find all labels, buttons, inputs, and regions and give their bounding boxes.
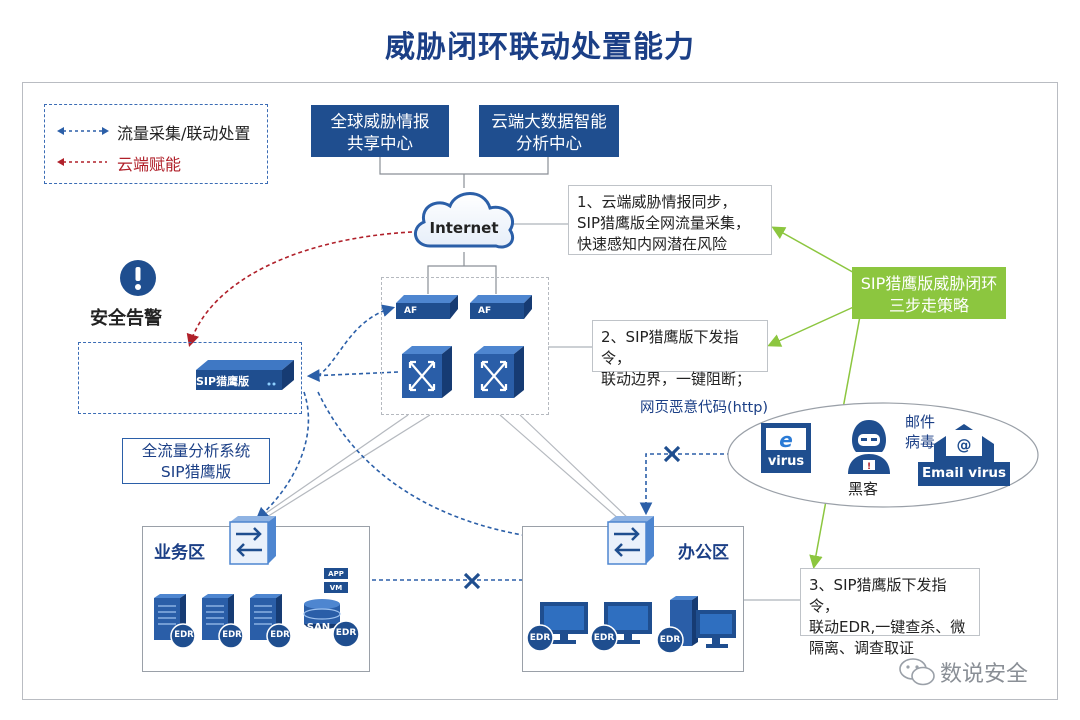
watermark: 数说安全 — [940, 662, 1029, 687]
svg-text:@: @ — [957, 436, 972, 454]
alert-icon — [120, 260, 156, 296]
legend-cloud-arrow-icon — [57, 158, 107, 166]
asan-label: aSAN — [300, 622, 331, 633]
af-firewall-2-icon — [470, 295, 532, 319]
core-network-area — [381, 277, 549, 415]
link-cloud-af — [427, 252, 497, 294]
office-pc-2-icon — [590, 602, 652, 652]
analysis-line1: 全流量分析系统 — [141, 442, 251, 460]
core-switch-2-icon — [474, 346, 524, 398]
business-switch-icon — [229, 516, 276, 565]
af-firewall-1-icon — [396, 295, 458, 319]
cloud-bigdata-line2: 分析中心 — [516, 134, 582, 153]
app-label: APP — [328, 570, 344, 578]
green-arrow-step2 — [767, 304, 859, 347]
flow-arrow-core-sip — [306, 369, 399, 382]
link-top-boxes — [379, 157, 549, 175]
business-server-1-icon — [154, 594, 196, 649]
edr-label-office-3: EDR — [659, 635, 681, 645]
note-step1-line3: 快速感知内网潜在风险 — [577, 235, 728, 253]
note-step3-line1: 3、SIP猎鹰版下发指令， — [809, 576, 947, 615]
sip-device-icon — [196, 360, 294, 390]
office-workstation-icon — [656, 596, 736, 654]
diagram-frame — [22, 82, 1058, 700]
internet-label: Internet — [429, 219, 499, 237]
note-step1-line1: 1、云端威胁情报同步， — [577, 193, 737, 211]
web-virus-label: virus — [767, 454, 805, 469]
http-threat-label: 网页恶意代码(http) — [640, 400, 769, 416]
strategy-box: SIP猎鹰版威胁闭环 三步走策略 — [852, 267, 1006, 319]
office-zone-label: 办公区 — [678, 543, 729, 563]
business-zone-label: 业务区 — [154, 543, 205, 563]
edr-label-business-3: EDR — [270, 630, 290, 640]
office-pc-1-icon — [526, 602, 588, 652]
flow-arrow-sip-af — [317, 304, 396, 377]
edr-label-business-1: EDR — [174, 630, 194, 640]
svg-text:!: ! — [867, 462, 871, 472]
mail-label-line2: 病毒 — [905, 433, 936, 451]
link-core-business-1 — [255, 414, 409, 521]
strategy-line1: SIP猎鹰版威胁闭环 — [860, 274, 998, 293]
global-intel-line1: 全球威胁情报 — [330, 112, 430, 131]
flow-arrow-sip-office — [317, 391, 610, 550]
edr-label-asan: EDR — [335, 628, 357, 638]
svg-text:e: e — [779, 428, 793, 452]
note-step2-line1: 2、SIP猎鹰版下发指令， — [601, 328, 739, 367]
link-core-office-1 — [499, 414, 621, 521]
af-label-1: AF — [404, 306, 418, 316]
note-step3-line3: 隔离、调查取证 — [809, 639, 915, 657]
af-label-2: AF — [478, 306, 492, 316]
note-step2: 2、SIP猎鹰版下发指令， 联动边界，一键阻断； — [592, 320, 768, 388]
hacker-icon: ! — [848, 420, 890, 474]
green-arrow-step1 — [771, 226, 859, 276]
global-intel-center: 全球威胁情报 共享中心 — [311, 105, 449, 157]
cloud-bigdata-center: 云端大数据智能 分析中心 — [479, 105, 619, 157]
strategy-line2: 三步走策略 — [888, 296, 969, 315]
mail-virus-label: 邮件 病毒 — [905, 412, 935, 452]
business-server-3-icon — [250, 594, 292, 649]
edr-label-office-2: EDR — [593, 633, 615, 643]
edr-label-office-1: EDR — [529, 633, 551, 643]
block-mark-threat — [663, 445, 681, 463]
hacker-label: 黑客 — [848, 480, 879, 498]
email-virus-label: Email virus — [921, 465, 1007, 481]
web-virus-icon: e — [761, 423, 811, 473]
email-virus-icon: @ — [918, 424, 1010, 486]
sip-device-label: SIP猎鹰版 — [196, 375, 250, 388]
analysis-system-box: 全流量分析系统 SIP猎鹰版 — [122, 438, 270, 484]
edr-label-business-2: EDR — [222, 630, 242, 640]
note-step3-line2: 联动EDR,一键查杀、微 — [809, 618, 966, 636]
flow-arrow-sip-business — [255, 391, 310, 521]
legend-cloud-label: 云端赋能 — [117, 155, 182, 174]
page-title: 威胁闭环联动处置能力 — [385, 30, 695, 65]
red-cloud-arrow — [186, 231, 413, 348]
note-step2-line2: 联动边界，一键阻断； — [601, 370, 752, 388]
global-intel-line2: 共享中心 — [347, 134, 413, 153]
office-switch-icon — [607, 516, 654, 565]
note-step1-line2: SIP猎鹰版全网流量采集， — [577, 214, 750, 232]
asan-virtualization-icon — [303, 568, 360, 648]
block-mark-lateral — [463, 572, 481, 590]
legend-flow-arrow-icon — [57, 127, 109, 135]
sip-zone — [78, 342, 302, 414]
internet-cloud-icon — [414, 192, 515, 249]
legend-flow-label: 流量采集/联动处置 — [117, 124, 251, 143]
alert-label: 安全告警 — [90, 308, 162, 329]
note-step1: 1、云端威胁情报同步， SIP猎鹰版全网流量采集， 快速感知内网潜在风险 — [568, 185, 772, 255]
wechat-icon — [899, 658, 935, 686]
flow-arrow-threat-office — [639, 453, 752, 516]
legend: 流量采集/联动处置 云端赋能 — [44, 104, 268, 184]
note-step3: 3、SIP猎鹰版下发指令， 联动EDR,一键查杀、微 隔离、调查取证 — [800, 568, 980, 657]
business-server-2-icon — [202, 594, 244, 649]
vm-label: VM — [329, 584, 343, 592]
core-switch-1-icon — [402, 346, 452, 398]
cloud-bigdata-line1: 云端大数据智能 — [491, 112, 607, 131]
link-core-business-2 — [261, 414, 431, 521]
link-core-office-2 — [519, 414, 631, 521]
analysis-line2: SIP猎鹰版 — [160, 463, 232, 481]
mail-label-line1: 邮件 — [905, 413, 936, 431]
